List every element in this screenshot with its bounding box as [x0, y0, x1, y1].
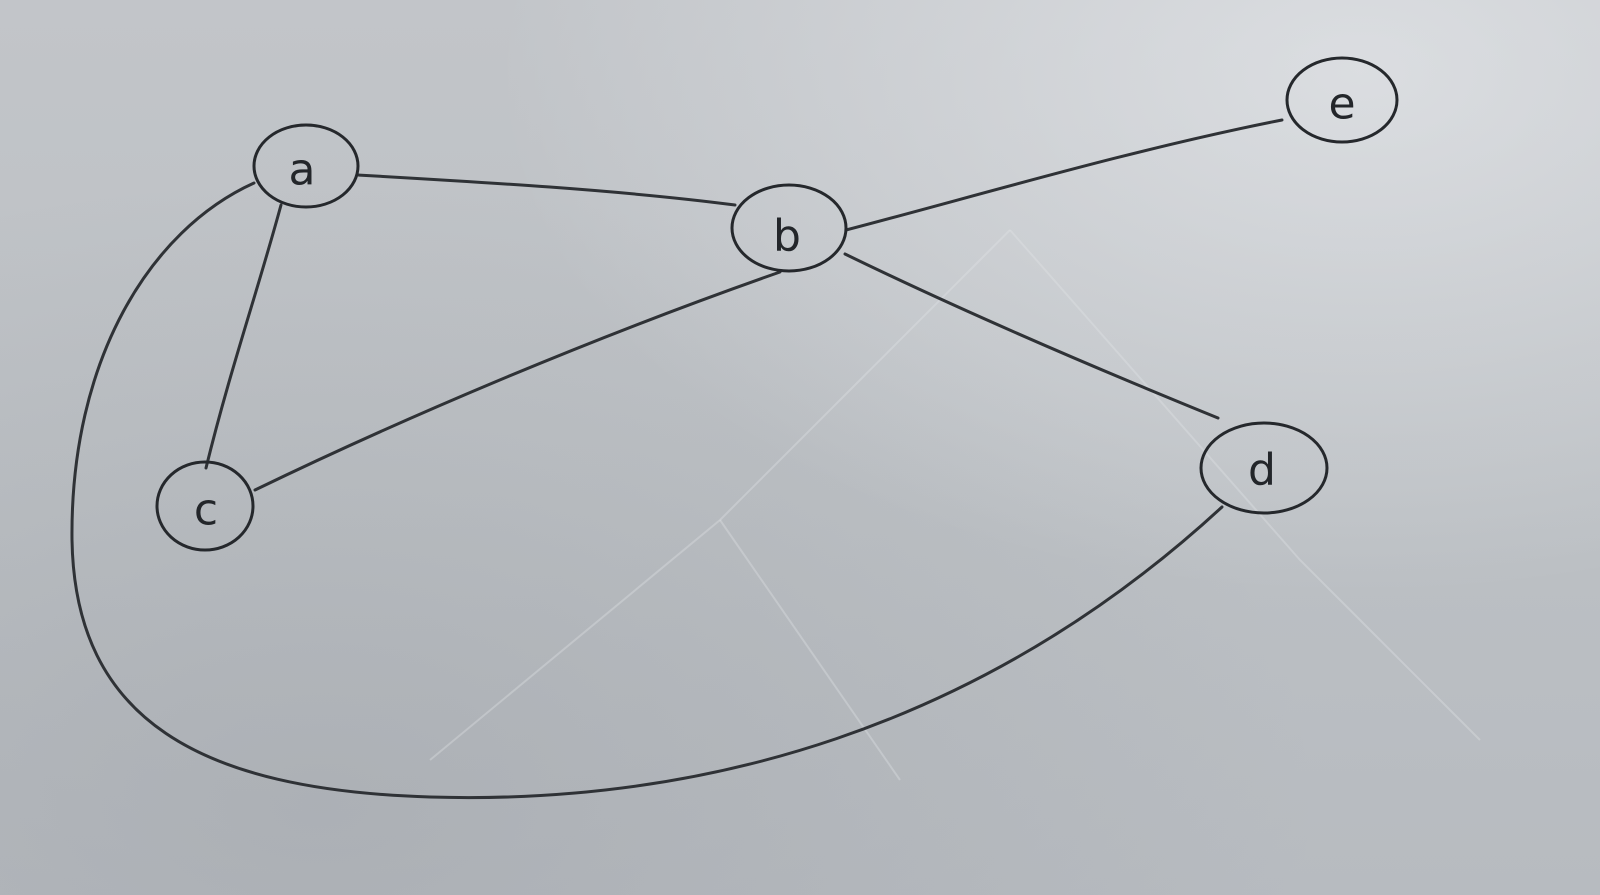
node-b-circle: [730, 183, 848, 273]
node-a: a: [252, 123, 360, 209]
node-d-label: d: [1248, 445, 1276, 496]
edge-a-b: [356, 173, 737, 207]
node-a-circle: [252, 123, 360, 209]
node-d: d: [1199, 421, 1329, 515]
node-e-label: e: [1328, 79, 1355, 130]
node-b-label: b: [773, 211, 801, 262]
edge-b-c: [253, 270, 782, 492]
edges-group: [70, 118, 1284, 800]
node-b: b: [730, 183, 848, 273]
node-d-circle: [1199, 421, 1329, 515]
node-c-label: c: [194, 485, 218, 536]
edge-a-c: [204, 203, 283, 470]
edge-a-d: [70, 181, 1224, 800]
edge-b-d: [843, 252, 1220, 420]
node-c: c: [155, 460, 255, 552]
node-e: e: [1285, 56, 1399, 144]
show-through-marks: [429, 229, 1481, 781]
node-a-label: a: [289, 145, 316, 196]
edge-b-e: [844, 118, 1284, 232]
node-e-circle: [1285, 56, 1399, 144]
node-c-circle: [155, 460, 255, 552]
